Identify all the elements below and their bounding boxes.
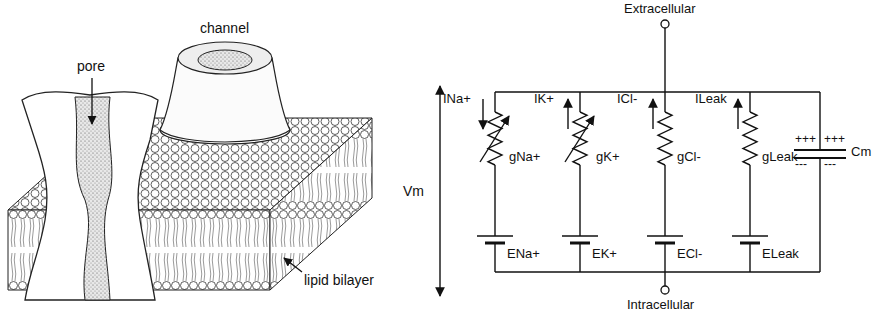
battery-label: ELeak	[762, 247, 799, 262]
resistor-symbol	[658, 112, 672, 165]
pore-protein	[22, 92, 158, 300]
branch-wire	[664, 243, 665, 272]
battery-label: ENa+	[507, 247, 540, 262]
branch-wire	[819, 92, 820, 150]
branch-wire	[664, 165, 665, 236]
branch-wire	[664, 92, 665, 112]
resistor-symbol	[743, 112, 757, 165]
current-arrow	[737, 99, 738, 129]
current-label: IK+	[534, 92, 554, 107]
current-arrow	[482, 99, 483, 129]
part-label: pore	[77, 58, 105, 74]
branch-wire	[579, 243, 580, 272]
battery-label: EK+	[592, 247, 617, 262]
voltage-label: Vm	[403, 183, 424, 199]
conductance-label: gK+	[596, 150, 620, 165]
capacitor-symbol	[794, 149, 846, 151]
conductance-label: gNa+	[509, 150, 540, 165]
branch-wire	[494, 165, 495, 236]
terminal-label: Intracellular	[627, 298, 694, 313]
battery-symbol	[562, 235, 598, 236]
voltage-arrow	[439, 86, 440, 296]
branch-wire	[749, 165, 750, 236]
branch-wire	[494, 92, 495, 112]
branch-wire	[579, 92, 580, 112]
charge-sign: ---	[824, 158, 836, 172]
conductance-label: gLeak	[762, 150, 797, 165]
charge-sign: +++	[824, 133, 845, 147]
current-label: ILeak	[695, 92, 727, 107]
variable-arrow	[480, 116, 509, 162]
conductance-label: gCl-	[677, 150, 701, 165]
branch-wire	[579, 165, 580, 236]
branch-wire	[749, 92, 750, 112]
terminal-wire	[664, 272, 665, 286]
bottom-rail	[495, 271, 820, 272]
current-arrow	[652, 99, 653, 129]
capacitance-label: Cm	[851, 145, 871, 160]
branch-wire	[494, 243, 495, 272]
battery-symbol	[647, 235, 683, 236]
part-label: channel	[200, 20, 249, 36]
terminal	[661, 20, 669, 28]
current-arrow	[567, 99, 568, 129]
battery-symbol	[477, 235, 513, 236]
branch-wire	[749, 243, 750, 272]
part-label: lipid bilayer	[304, 272, 374, 288]
terminal	[661, 286, 669, 294]
terminal-label: Extracellular	[624, 2, 696, 17]
terminal-wire	[664, 28, 665, 92]
current-label: ICl-	[617, 92, 637, 107]
variable-arrow	[565, 116, 594, 162]
battery-label: ECl-	[677, 247, 702, 262]
leader-lines	[92, 78, 302, 272]
charge-sign: +++	[795, 133, 816, 147]
charge-sign: ---	[795, 158, 807, 172]
branch-wire	[819, 158, 820, 272]
current-label: INa+	[443, 92, 471, 107]
channel-protein	[160, 42, 290, 144]
battery-symbol	[732, 235, 768, 236]
equivalent-circuit	[440, 20, 846, 296]
